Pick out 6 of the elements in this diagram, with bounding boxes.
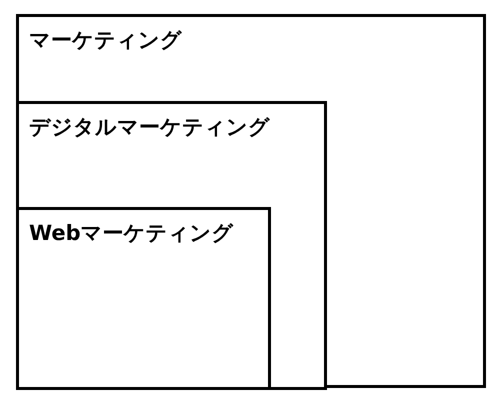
box-title: マーケティング	[29, 29, 182, 52]
nested-box	[16, 14, 486, 388]
nested-box	[16, 101, 327, 390]
box-title: Webマーケティング	[29, 222, 234, 246]
box-title: デジタルマーケティング	[29, 116, 270, 140]
nested-box	[16, 207, 271, 390]
